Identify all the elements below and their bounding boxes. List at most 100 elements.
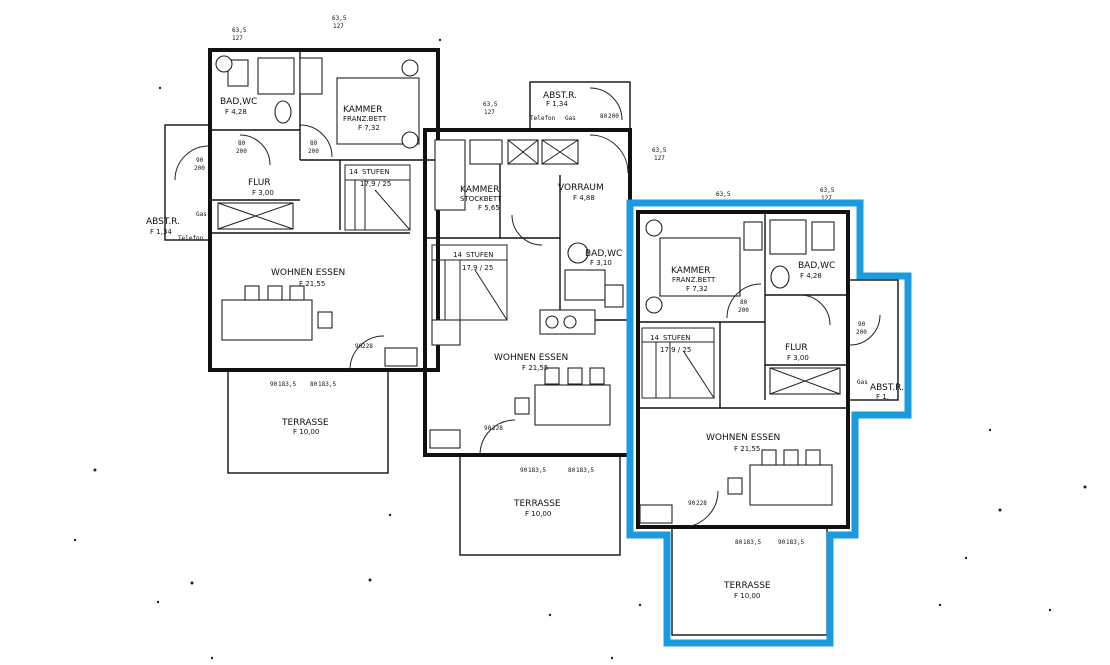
room-name: FLUR xyxy=(248,178,271,188)
room-area: F 21,55 xyxy=(299,280,325,288)
room-area: F 21,55 xyxy=(734,445,760,453)
dim-label: 183,5 xyxy=(743,539,761,546)
room-area: F 1,34 xyxy=(150,228,172,236)
dim-label: 183,5 xyxy=(318,381,336,388)
stairs-label: STUFEN xyxy=(466,251,494,259)
unit-left-terrace xyxy=(227,369,389,474)
dim-label: 183,5 xyxy=(528,467,546,474)
dim-label: 80 xyxy=(310,381,318,388)
misc-label: Telefon xyxy=(178,235,204,242)
room-name: ABST.R. xyxy=(543,91,577,101)
dim-label: 200 xyxy=(856,329,867,336)
dim-label: 63,5 xyxy=(652,147,667,154)
room-sub: STOCKBETT xyxy=(460,195,502,203)
room-area: F 4,28 xyxy=(225,108,247,116)
room-area: F 5,65 xyxy=(478,204,500,212)
dim-label: 80 xyxy=(568,467,576,474)
misc-label: Gas xyxy=(565,115,576,122)
dim-label: 183,5 xyxy=(576,467,594,474)
misc-label: Gas xyxy=(857,379,868,386)
room-area: F 4,28 xyxy=(800,272,822,280)
room-area: F 7,32 xyxy=(358,124,380,132)
unit-left-annex xyxy=(164,124,211,241)
room-name: WOHNEN ESSEN xyxy=(271,268,345,278)
dim-label: 63,5 xyxy=(820,187,835,194)
dim-label: 127 xyxy=(333,23,344,30)
unit-highlight-outline xyxy=(626,199,912,647)
room-area: F 21,55 xyxy=(522,364,548,372)
dim-label: 80 xyxy=(310,140,318,147)
dim-label: 63,5 xyxy=(716,191,731,198)
dim-label: 228 xyxy=(492,425,503,432)
room-name: BAD,WC xyxy=(798,261,835,271)
dim-label: 63,5 xyxy=(232,27,247,34)
room-area: F 3,00 xyxy=(252,189,274,197)
room-sub: FRANZ.BETT xyxy=(343,115,387,123)
dim-label: 127 xyxy=(484,109,495,116)
room-name: WOHNEN ESSEN xyxy=(706,433,780,443)
room-name: BAD,WC xyxy=(220,97,257,107)
unit-right-annex xyxy=(847,279,899,401)
room-area: F 10,00 xyxy=(525,510,551,518)
dim-label: 80 xyxy=(238,140,246,147)
dim-label: 80 xyxy=(735,539,743,546)
room-name: FLUR xyxy=(785,343,808,353)
stairs-ratio: 17,9 / 25 xyxy=(462,264,493,272)
room-name: TERRASSE xyxy=(513,499,561,509)
room-area: F 10,00 xyxy=(293,428,319,436)
unit-right: KAMMER FRANZ.BETT F 7,32 BAD,WC F 4,28 F… xyxy=(636,187,904,636)
dim-label: 127 xyxy=(821,195,832,202)
dim-label: 90 xyxy=(688,500,696,507)
dim-label: 228 xyxy=(696,500,707,507)
stairs-ratio: 17,9 / 25 xyxy=(660,346,691,354)
room-name: KAMMER xyxy=(343,105,382,115)
room-area: F 4,88 xyxy=(573,194,595,202)
room-name: KAMMER xyxy=(460,185,499,195)
room-name: TERRASSE xyxy=(723,581,771,591)
room-area: F 7,32 xyxy=(686,285,708,293)
stairs-label: STUFEN xyxy=(362,168,390,176)
dim-label: 80 xyxy=(740,299,748,306)
room-name: ABST.R. xyxy=(146,217,180,227)
room-name: WOHNEN ESSEN xyxy=(494,353,568,363)
dim-label: 90 xyxy=(484,425,492,432)
dim-label: 90 xyxy=(270,381,278,388)
room-area: F 3,00 xyxy=(787,354,809,362)
room-name: VORRAUM xyxy=(558,183,604,193)
room-name: BAD,WC xyxy=(585,249,622,259)
dim-label: 183,5 xyxy=(786,539,804,546)
unit-middle-terrace xyxy=(459,454,621,556)
dim-label: 200 xyxy=(236,148,247,155)
dim-label: 183,5 xyxy=(278,381,296,388)
dim-label: 90 xyxy=(196,157,204,164)
dim-label: 200 xyxy=(194,165,205,172)
dim-label: 200 xyxy=(608,113,619,120)
scan-dots xyxy=(73,38,1087,660)
dim-label: 63,5 xyxy=(332,15,347,22)
dim-label: 63,5 xyxy=(483,101,498,108)
misc-label: Gas xyxy=(196,211,207,218)
room-area: F 1, xyxy=(876,393,889,401)
room-area: F 3,10 xyxy=(590,259,612,267)
dim-label: 200 xyxy=(738,307,749,314)
unit-left: BAD,WC F 4,28 KAMMER FRANZ.BETT F 7,32 F… xyxy=(146,15,440,474)
dim-label: 90 xyxy=(355,343,363,350)
dim-label: 127 xyxy=(232,35,243,42)
stairs-ratio: 17,9 / 25 xyxy=(360,180,391,188)
dim-label: 90 xyxy=(520,467,528,474)
stairs-count: 14 xyxy=(650,334,659,342)
room-name: TERRASSE xyxy=(281,418,329,428)
room-sub: FRANZ.BETT xyxy=(672,276,716,284)
room-area: F 10,00 xyxy=(734,592,760,600)
stairs-label: STUFEN xyxy=(663,334,691,342)
dim-label: 200 xyxy=(308,148,319,155)
dim-label: 80 xyxy=(600,113,608,120)
dim-label: 90 xyxy=(858,321,866,328)
misc-label: Telefon xyxy=(530,115,556,122)
stairs-count: 14 xyxy=(453,251,462,259)
room-name: KAMMER xyxy=(671,266,710,276)
dim-label: 90 xyxy=(778,539,786,546)
dim-label: 228 xyxy=(362,343,373,350)
stairs-count: 14 xyxy=(349,168,358,176)
